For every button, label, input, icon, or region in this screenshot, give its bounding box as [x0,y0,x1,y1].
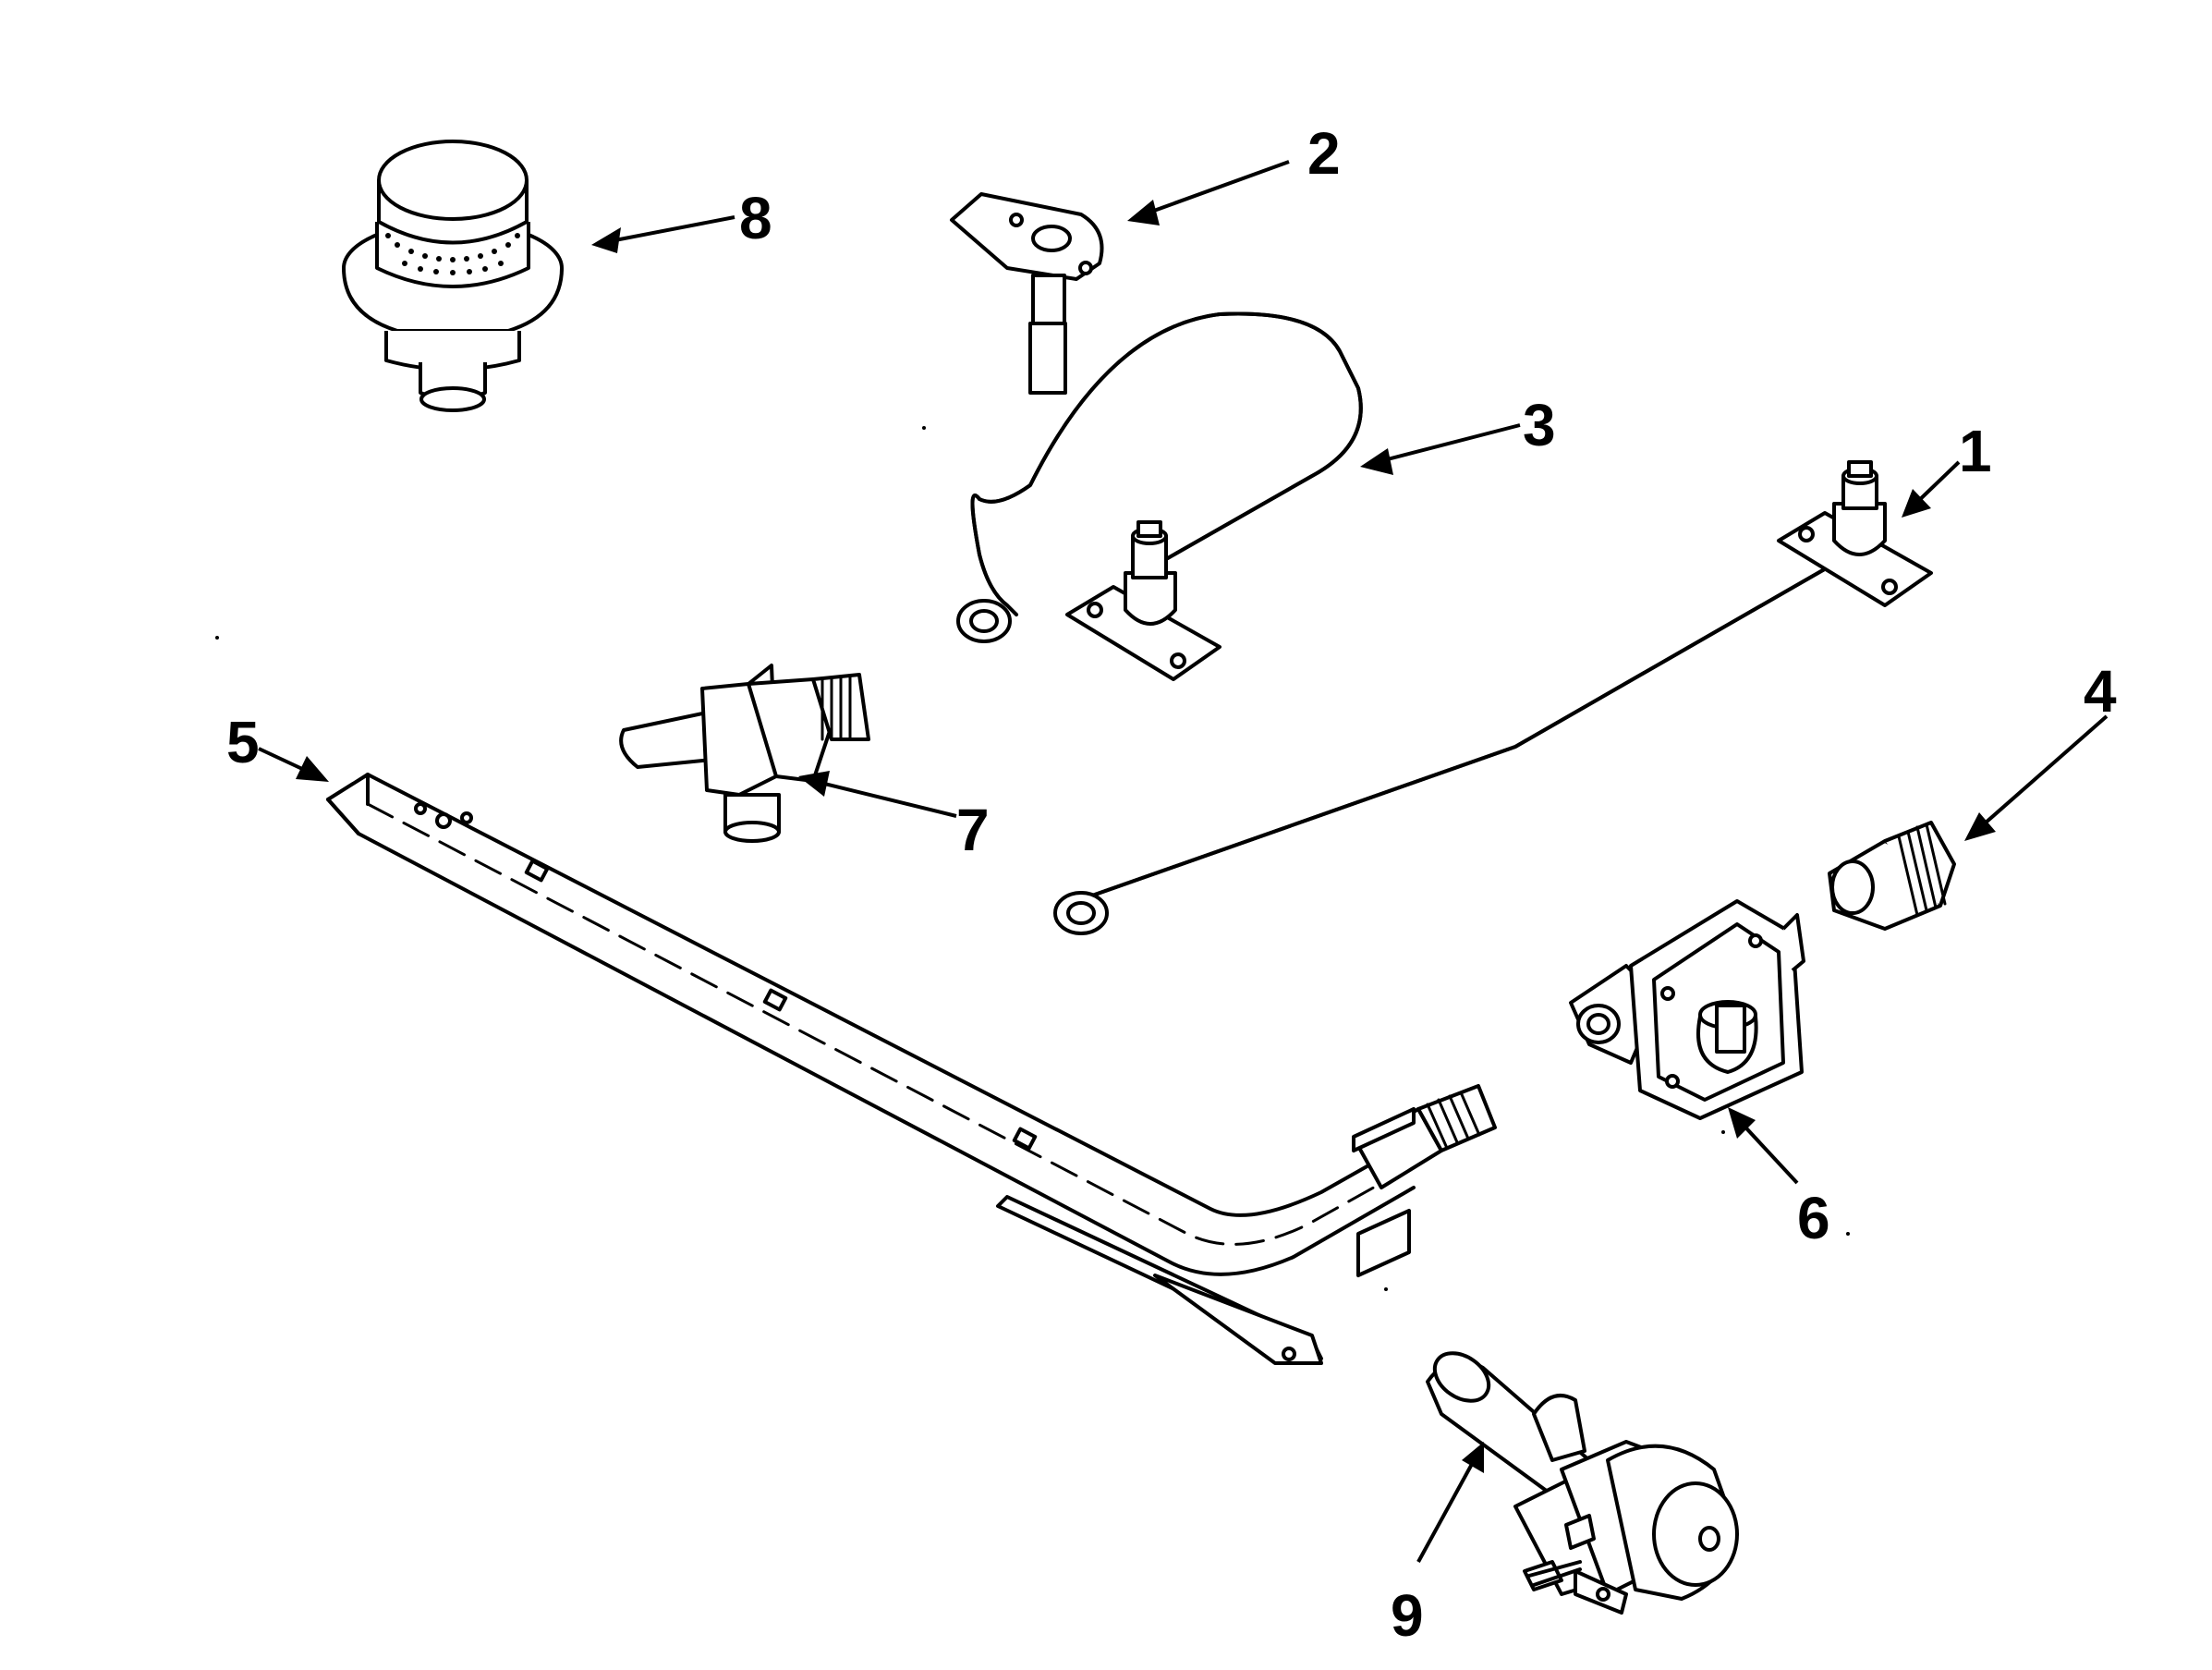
oven-safety-valve-part[interactable] [1426,1344,1739,1615]
fitting-part[interactable] [1828,821,1956,931]
leader-arrow-6 [1735,1116,1799,1185]
part-label-5: 5 [226,709,260,775]
leader-arrow-2 [1140,160,1290,217]
burner-valve-part[interactable] [619,664,870,843]
loop-burner-tube-part[interactable] [956,311,1363,681]
pressure-regulator-part[interactable] [1569,899,1805,1120]
part-label-6: 6 [1797,1185,1830,1251]
leader-arrow-8 [604,215,735,244]
part-label-1: 1 [1959,418,1992,484]
part-label-3: 3 [1523,392,1556,458]
stray-dot-marks [215,426,1850,1291]
burner-head-part[interactable] [342,140,564,412]
manifold-pipe-part[interactable] [326,773,1497,1365]
part-labels: 2 8 3 1 4 5 7 6 9 [226,120,2117,1649]
part-label-4: 4 [2084,658,2117,725]
leader-arrow-9 [1416,1455,1478,1563]
leader-arrows [258,160,2109,1563]
ignitor-bracket-part[interactable] [950,192,1104,395]
leader-arrow-4 [1975,714,2109,832]
straight-burner-tube-part[interactable] [1053,460,1933,935]
leader-arrow-3 [1376,423,1521,464]
part-label-2: 2 [1307,120,1341,187]
leader-arrow-7 [812,779,957,818]
part-label-7: 7 [956,797,990,863]
part-label-8: 8 [739,185,772,251]
part-label-9: 9 [1391,1582,1424,1649]
